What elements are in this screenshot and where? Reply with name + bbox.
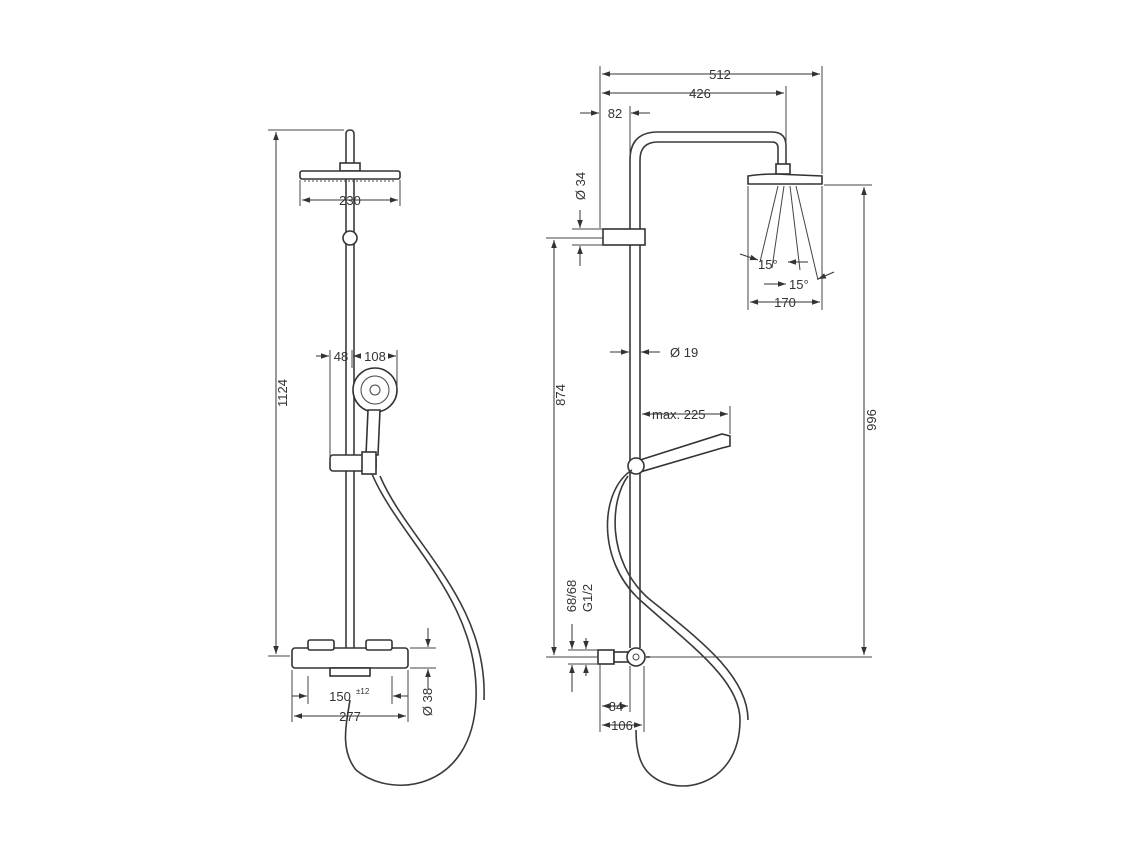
- front-dim-hand-offset: 48: [334, 349, 348, 364]
- side-wall-bracket: [602, 228, 646, 246]
- side-view: 512 426 82 Ø 34 Ø 19 max. 225 874 9: [546, 66, 879, 787]
- side-dim-rail-diameter: Ø 19: [670, 345, 698, 360]
- side-dim-total-height: 996: [864, 409, 879, 431]
- front-hose: [344, 473, 477, 786]
- front-dim-mixer-centers: 150: [329, 689, 351, 704]
- side-dim-angle-left: 15°: [758, 257, 778, 272]
- front-dim-height-total: 1124: [275, 379, 290, 407]
- front-hand-shower: [329, 367, 398, 475]
- front-thermostat-mixer: [291, 639, 409, 677]
- side-hand-shower: [627, 433, 731, 475]
- front-shower-rail: [342, 179, 358, 648]
- side-dim-connection-size: 68/68: [564, 580, 579, 613]
- side-dim-bracket-diameter: Ø 34: [573, 172, 588, 200]
- side-shower-arm: [629, 131, 787, 648]
- front-overhead-shower: [299, 129, 401, 182]
- side-dim-wall-offset: 82: [608, 106, 622, 121]
- side-dim-depth-84: 84: [609, 699, 623, 714]
- side-dim-hand-reach: max. 225: [652, 407, 705, 422]
- side-dim-depth-106: 106: [611, 718, 633, 733]
- side-dim-head-width: 170: [774, 295, 796, 310]
- front-dim-mixer-width: 277: [339, 709, 361, 724]
- side-overhead-shower: [747, 163, 823, 281]
- front-dim-hand-diameter: 108: [364, 349, 386, 364]
- side-dim-angle-right: 15°: [789, 277, 809, 292]
- side-dim-rail-height: 874: [553, 384, 568, 406]
- front-dim-mixer-centers-tol: ±12: [356, 687, 370, 696]
- side-dim-connection-thread: G1/2: [580, 584, 595, 612]
- side-dim-total-width: 512: [709, 67, 731, 82]
- side-dim-arm-reach: 426: [689, 86, 711, 101]
- front-view: 1124 230 48 108 150 ±12 277 Ø 38: [268, 129, 485, 786]
- front-dim-mixer-diameter: Ø 38: [420, 688, 435, 716]
- side-hose: [606, 469, 741, 787]
- front-dim-head-width: 230: [339, 193, 361, 208]
- side-mixer: [597, 647, 650, 667]
